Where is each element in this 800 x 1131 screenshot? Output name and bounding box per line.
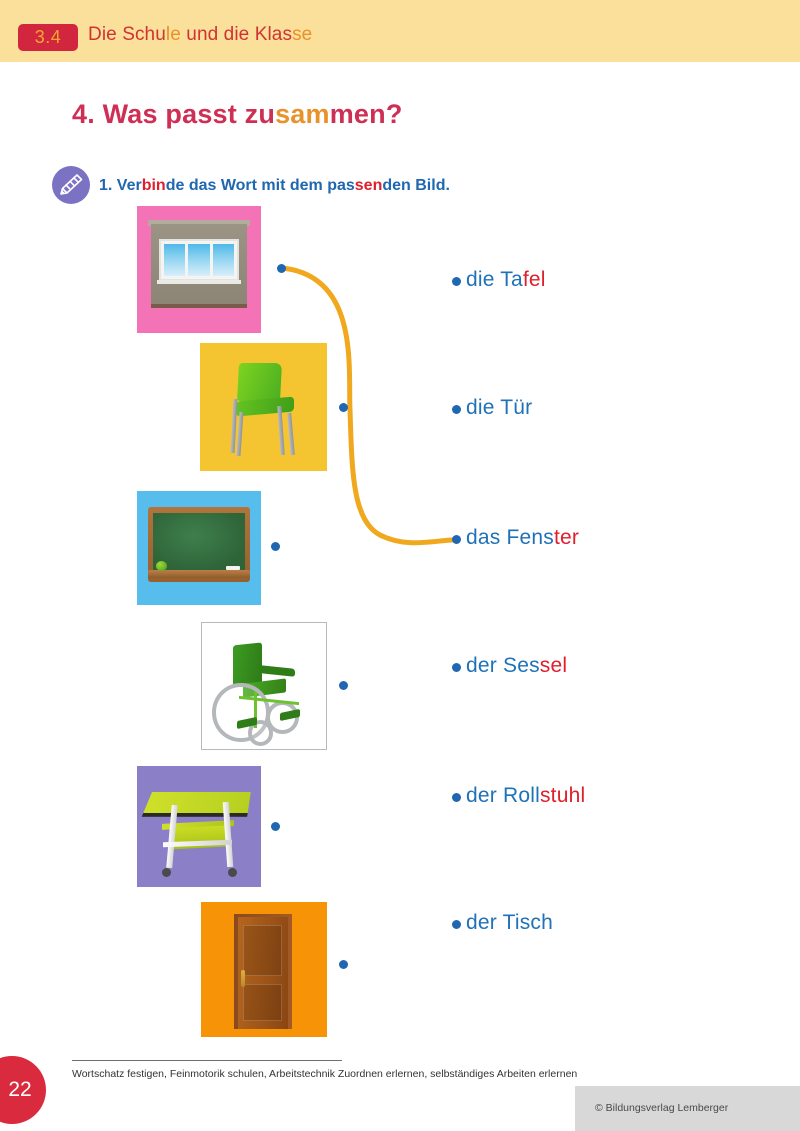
door-slab <box>237 916 288 1029</box>
desk-tabletop <box>141 792 251 818</box>
footer-white-area <box>0 1086 575 1131</box>
text-run-blue: die Ta <box>466 268 523 291</box>
copyright-text: © Bildungsverlag Lemberger <box>595 1102 729 1114</box>
connector-dot-desk[interactable] <box>271 822 280 831</box>
window-sill <box>156 279 242 285</box>
text-run-red: und die Klas <box>180 24 293 45</box>
text-run-red: Die Schu <box>88 24 166 45</box>
window-wall-base <box>150 303 248 308</box>
word-dot-rollstuhl[interactable] <box>452 793 461 802</box>
connector-dot-blackboard[interactable] <box>271 542 280 551</box>
text-run-blue: de das Wort mit dem pas <box>165 177 355 194</box>
door-panel-upper <box>242 924 282 977</box>
text-run-blue: das Fens <box>466 526 554 549</box>
connector-line-window-to-fenster[interactable] <box>279 265 455 546</box>
window-wall-top <box>148 219 250 227</box>
word-sessel[interactable]: der Sessel <box>466 654 567 678</box>
text-run-red: men? <box>329 99 403 129</box>
word-dot-tafel[interactable] <box>452 277 461 286</box>
text-run-orange: se <box>292 24 313 45</box>
door-panel-lower <box>242 984 282 1021</box>
chair-leg-back-left <box>230 399 238 454</box>
blackboard-tray <box>148 569 250 578</box>
window-pane-middle <box>188 244 210 276</box>
desk-caster-right <box>227 867 237 877</box>
footer-divider <box>72 1060 342 1061</box>
wheelchair-frame-post <box>254 692 258 728</box>
blackboard-illustration <box>137 491 261 605</box>
chair-backrest <box>237 363 283 402</box>
door-picture[interactable] <box>201 902 327 1037</box>
chapter-title: Die Schule und die Klasse <box>88 24 312 46</box>
wheelchair-illustration <box>202 623 326 749</box>
text-run-blue: die Tür <box>466 396 533 419</box>
text-run-red: stuhl <box>539 784 586 807</box>
pencil-icon <box>52 166 90 204</box>
connector-dot-chair[interactable] <box>339 403 348 412</box>
text-run-blue: den Bild. <box>382 177 450 194</box>
desk-illustration <box>137 766 261 887</box>
text-run-red: ter <box>553 526 580 549</box>
chalk-icon <box>226 566 240 570</box>
text-run-blue: 1. Ver <box>99 177 142 194</box>
chair-leg-front-left <box>236 412 244 456</box>
blackboard-surface <box>153 512 245 570</box>
text-run-orange: le <box>165 24 181 45</box>
footer-note: Wortschatz festigen, Feinmotorik schulen… <box>72 1068 578 1080</box>
window-illustration <box>137 206 261 333</box>
window-frame <box>159 239 239 281</box>
wheelchair-armrest <box>260 665 295 677</box>
word-rollstuhl[interactable]: der Rollstuhl <box>466 784 585 808</box>
window-pane-right <box>212 244 235 276</box>
word-fenster[interactable]: das Fenster <box>466 526 579 550</box>
page-number: 22 <box>8 1078 32 1101</box>
connector-dot-window[interactable] <box>277 264 286 273</box>
word-tisch[interactable]: der Tisch <box>466 911 553 935</box>
chapter-badge: 3.4 <box>18 24 78 51</box>
desk-caster-left <box>161 867 171 877</box>
wheelchair-backrest <box>233 642 262 688</box>
text-run-blue: der Ses <box>466 654 540 677</box>
text-run-red: sen <box>354 177 383 194</box>
text-run-blue: der Tisch <box>466 911 553 934</box>
text-run-red: 4. Was passt zu <box>72 99 276 129</box>
chair-leg-back-right <box>277 405 285 455</box>
word-dot-tuer[interactable] <box>452 405 461 414</box>
connector-dot-wheelchair[interactable] <box>339 681 348 690</box>
window-pane-left <box>163 244 186 276</box>
window-picture[interactable] <box>137 206 261 333</box>
chair-leg-front-right <box>287 413 295 456</box>
text-run-orange: sam <box>275 99 330 129</box>
word-dot-fenster[interactable] <box>452 535 461 544</box>
wheelchair-picture[interactable] <box>201 622 327 750</box>
blackboard-picture[interactable] <box>137 491 261 605</box>
word-tafel[interactable]: die Tafel <box>466 268 546 292</box>
header-band <box>0 0 800 62</box>
page-title: 4. Was passt zusammen? <box>72 99 403 130</box>
word-dot-tisch[interactable] <box>452 920 461 929</box>
chair-illustration <box>200 343 327 471</box>
chapter-number: 3.4 <box>34 27 62 47</box>
word-dot-sessel[interactable] <box>452 663 461 672</box>
task-instruction-text: 1. Verbinde das Wort mit dem passenden B… <box>99 175 450 195</box>
text-run-blue: der Roll <box>466 784 540 807</box>
apple-icon <box>155 560 167 571</box>
text-run-red: sel <box>539 654 568 677</box>
task-instruction-row: 1. Verbinde das Wort mit dem passenden B… <box>52 166 450 204</box>
text-run-red: fel <box>522 268 546 291</box>
chair-picture[interactable] <box>200 343 327 471</box>
door-illustration <box>201 902 327 1037</box>
chair-seat <box>235 396 294 418</box>
word-tuer[interactable]: die Tür <box>466 396 532 420</box>
door-handle-icon <box>240 969 245 987</box>
desk-picture[interactable] <box>137 766 261 887</box>
connector-dot-door[interactable] <box>339 960 348 969</box>
text-run-red: bin <box>141 177 166 194</box>
